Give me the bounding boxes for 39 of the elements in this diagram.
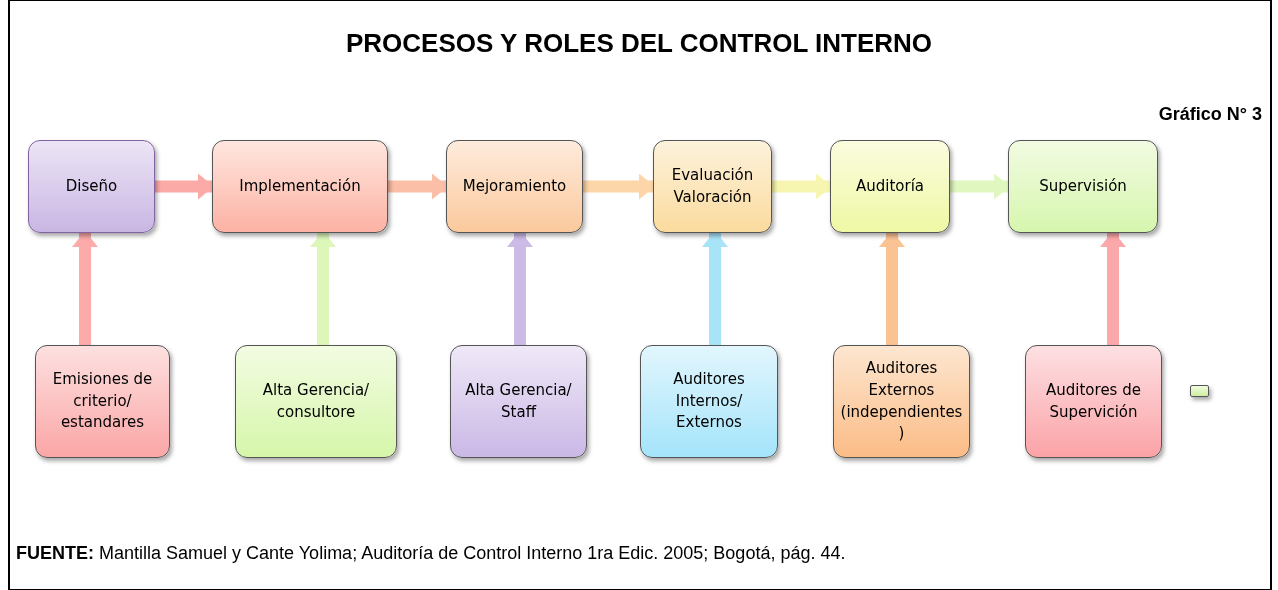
process-box — [653, 140, 772, 233]
box-label: Diseño — [65, 175, 118, 197]
box-label: Auditores Internos/ Externos — [672, 368, 746, 434]
process-box — [446, 140, 583, 233]
process-box — [1025, 345, 1162, 458]
box-label: Emisiones de criterio/ estandares — [51, 368, 154, 434]
process-box — [830, 140, 950, 233]
block-arrow — [772, 173, 832, 200]
process-box — [28, 140, 155, 233]
process-box — [450, 345, 587, 458]
box-label: Supervisión — [1039, 175, 1127, 197]
block-arrow — [507, 231, 533, 345]
process-box — [35, 345, 170, 458]
block-arrow — [155, 173, 214, 200]
box-label: Auditores Externos (independientes) — [840, 358, 963, 445]
process-box — [1008, 140, 1158, 233]
block-arrow — [879, 231, 905, 345]
process-box — [235, 345, 397, 458]
block-arrow — [1100, 231, 1126, 345]
block-arrow — [388, 173, 448, 200]
process-box — [833, 345, 970, 458]
box-label: Auditores de Supervición — [1045, 379, 1142, 423]
block-arrow — [310, 231, 336, 345]
box-label: Alta Gerencia/ consultore — [261, 379, 371, 423]
box-label: Implementación — [239, 175, 361, 197]
process-box — [640, 345, 778, 458]
figure-number: Gráfico N° 3 — [1158, 104, 1262, 125]
box-label: Evaluación Valoración — [670, 164, 755, 208]
small-box — [1190, 385, 1209, 397]
box-label: Auditoría — [855, 175, 924, 197]
block-arrow — [950, 173, 1010, 200]
diagram-title: PROCESOS Y ROLES DEL CONTROL INTERNO — [344, 28, 934, 59]
box-label: Alta Gerencia/ Staff — [464, 379, 573, 423]
box-label: Mejoramiento — [462, 175, 567, 197]
process-box — [212, 140, 388, 233]
source-note: FUENTE: Mantilla Samuel y Cante Yolima; Auditoría de Control Interno 1ra Edic. 2005; Bogotá, pág. 44. — [16, 542, 847, 564]
block-arrow — [702, 231, 728, 345]
block-arrow — [72, 231, 98, 345]
block-arrow — [583, 173, 655, 200]
